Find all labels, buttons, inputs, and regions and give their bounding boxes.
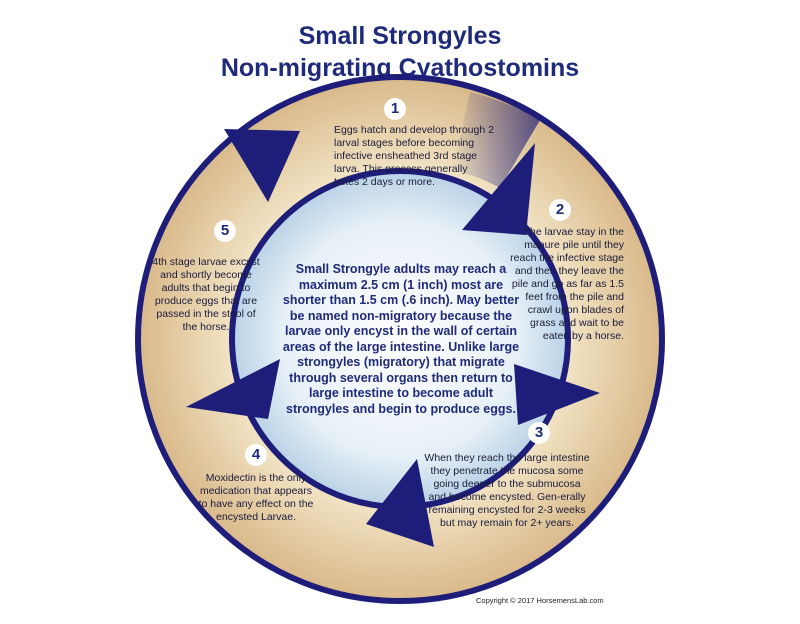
stage-4-number: 4 (245, 444, 267, 466)
cycle-arrow-top-right (462, 143, 535, 235)
diagram-title: Small Strongyles (298, 22, 502, 50)
stage-5-number: 5 (214, 220, 236, 242)
stage-5-text: 4th stage larvae excyst and shortly beco… (152, 256, 260, 333)
cycle-arrow-right (514, 364, 600, 425)
center-description: Small Strongyle adults may reach a maxim… (282, 262, 520, 416)
stage-1-number: 1 (384, 98, 406, 120)
stage-1-text: Eggs hatch and develop through 2 larval … (334, 124, 494, 188)
stage-4-text: Moxidectin is the only medication that a… (198, 472, 314, 523)
stage-3-number: 3 (528, 422, 550, 444)
cycle-arrow-bottom (366, 459, 434, 547)
stage-2-text: The larvae stay in the manure pile until… (510, 226, 624, 342)
ring-fade-1 (452, 92, 540, 188)
cycle-arrow-top-left (224, 129, 300, 202)
cycle-arrow-left (186, 359, 280, 419)
copyright-text: Copyright © 2017 HorsemensLab.com (476, 596, 604, 605)
stage-2-number: 2 (549, 199, 571, 221)
stage-3-text: When they reach the large intestine they… (424, 452, 590, 529)
